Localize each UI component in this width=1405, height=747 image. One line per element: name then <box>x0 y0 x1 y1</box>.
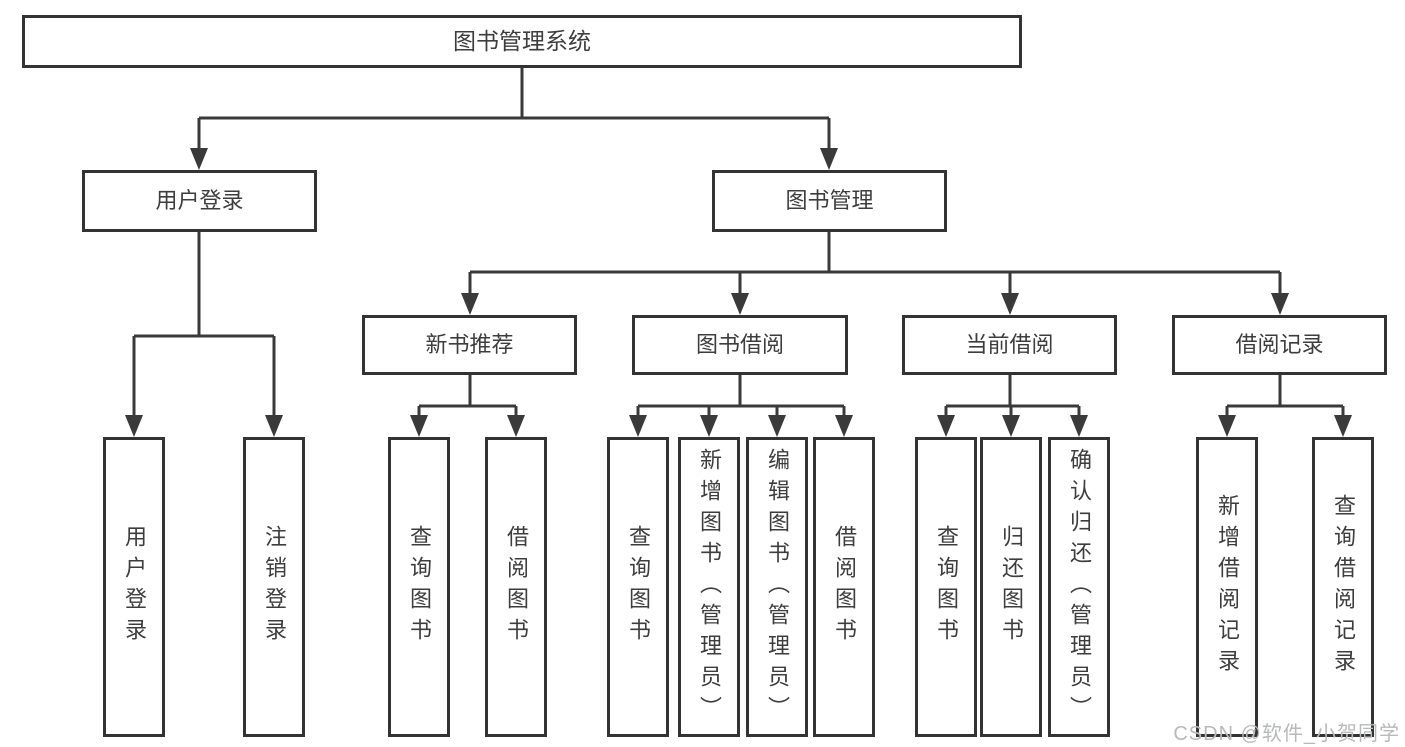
leaf-edit-book-admin: 编辑图书（管理员） <box>746 437 808 737</box>
leaf-add-borrow-record: 新增借阅记录 <box>1196 437 1258 737</box>
node-current-borrowing: 当前借阅 <box>902 315 1117 375</box>
leaf-return-book: 归还图书 <box>980 437 1042 737</box>
node-borrowing-records: 借阅记录 <box>1172 315 1387 375</box>
node-book-borrowing: 图书借阅 <box>632 315 848 375</box>
leaf-add-book-admin: 新增图书（管理员） <box>678 437 740 737</box>
leaf-query-borrow-record: 查询借阅记录 <box>1312 437 1374 737</box>
leaf-confirm-return-admin: 确认归还（管理员） <box>1048 437 1110 737</box>
node-book-management: 图书管理 <box>712 170 947 232</box>
leaf-logout: 注销登录 <box>243 437 305 737</box>
csdn-watermark: CSDN @软件_小贺同学 <box>1173 723 1400 745</box>
leaf-query-books-recommend: 查询图书 <box>388 437 450 737</box>
node-book-management-system: 图书管理系统 <box>22 15 1022 68</box>
node-new-book-recommend: 新书推荐 <box>362 315 577 375</box>
leaf-borrow-books-recommend: 借阅图书 <box>485 437 547 737</box>
node-user-login: 用户登录 <box>82 170 317 232</box>
leaf-query-books-borrowing: 查询图书 <box>607 437 669 737</box>
leaf-user-login: 用户登录 <box>103 437 165 737</box>
leaf-borrow-books: 借阅图书 <box>813 437 875 737</box>
leaf-query-books-current: 查询图书 <box>915 437 977 737</box>
